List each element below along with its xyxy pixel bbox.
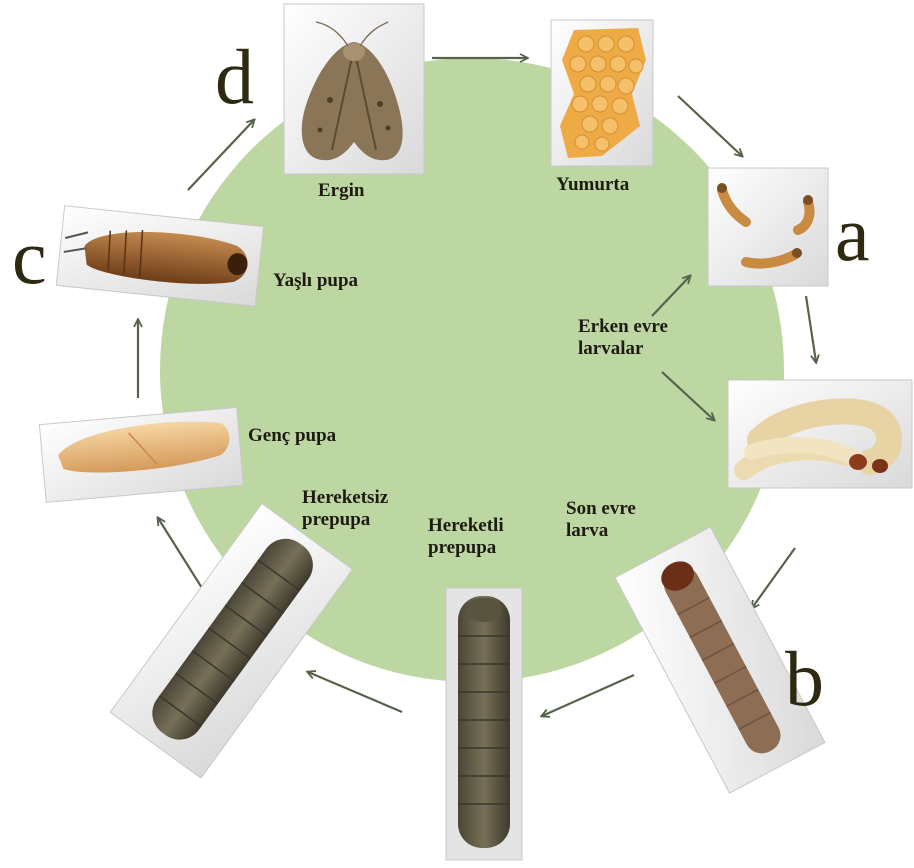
panel-letter-a: a [835, 195, 870, 273]
label-son-line-1: Son evre [566, 498, 636, 520]
arrow-last-to-mobile [542, 675, 634, 716]
label-hereketsiz-prepupa: Hereketsiz prepupa [302, 487, 388, 531]
photo-adult-moth [284, 4, 424, 174]
label-genc-pupa: Genç pupa [248, 425, 336, 447]
photo-egg-cluster [551, 20, 653, 166]
label-erken-line-2: larvalar [578, 338, 668, 360]
arrow-mobile-to-immobile [308, 672, 402, 712]
photo-late-larvae [728, 380, 912, 488]
photo-early-larvae [708, 168, 828, 286]
arrow-immobile-to-young [158, 518, 202, 588]
panel-letter-c: c [12, 218, 47, 296]
label-son-line-2: larva [566, 520, 636, 542]
label-son-evre-larva: Son evre larva [566, 498, 636, 542]
arrow-late-to-last [752, 548, 795, 608]
label-hereketsiz-line-1: Hereketsiz [302, 487, 388, 509]
label-yumurta: Yumurta [556, 174, 629, 196]
label-hereketli-line-1: Hereketli [428, 515, 504, 537]
photo-mobile-prepupa [446, 588, 522, 860]
label-erken-evre-larvalar: Erken evre larvalar [578, 316, 668, 360]
photo-immobile-prepupa [110, 504, 352, 779]
label-yasli-pupa: Yaşlı pupa [273, 270, 358, 292]
label-hereketli-prepupa: Hereketli prepupa [428, 515, 504, 559]
arrow-larvae-to-late [806, 296, 816, 362]
panel-letter-b: b [785, 640, 824, 718]
label-hereketli-line-2: prepupa [428, 537, 504, 559]
label-ergin: Ergin [318, 180, 364, 202]
label-hereketsiz-line-2: prepupa [302, 509, 388, 531]
photo-young-pupa [39, 407, 243, 502]
label-erken-line-1: Erken evre [578, 316, 668, 338]
panel-letter-d: d [215, 38, 254, 116]
